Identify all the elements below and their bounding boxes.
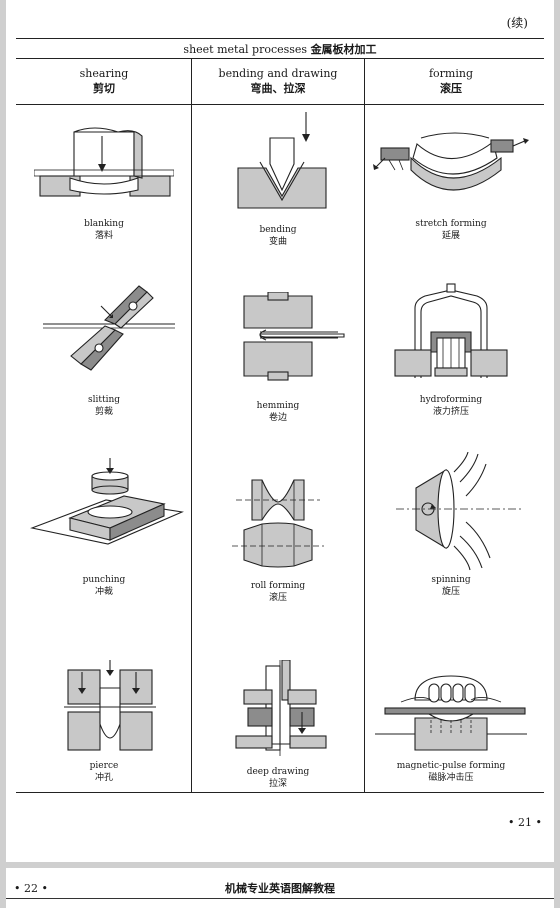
header-bottom-rule	[16, 104, 544, 105]
hydroforming-figure	[365, 282, 537, 384]
caption-punching: punching 冲裁	[82, 575, 126, 597]
table-title-zh: 金属板材加工	[310, 43, 377, 56]
page-21: (续) sheet metal processes 金属板材加工 shearin…	[6, 0, 554, 862]
magnetic-pulse-forming-figure	[365, 664, 537, 754]
book-title: 机械专业英语图解教程	[225, 882, 335, 895]
page-number: • 21 •	[508, 816, 542, 829]
caption-pierce: pierce 冲孔	[89, 761, 119, 783]
table-top-rule	[16, 38, 544, 39]
caption-roll-forming: roll forming 滚压	[250, 581, 306, 603]
header-rule	[6, 898, 554, 899]
column-divider	[364, 58, 365, 792]
bending-figure	[192, 108, 364, 218]
header-rule	[16, 58, 544, 59]
column-header-shearing: shearing 剪切	[79, 67, 129, 95]
blanking-figure	[18, 118, 190, 208]
deep-drawing-figure	[192, 660, 364, 760]
roll-forming-figure	[192, 474, 364, 574]
caption-blanking: blanking 落料	[84, 219, 124, 241]
table-title-en: sheet metal processes	[183, 43, 308, 56]
caption-slitting: slitting 剪裁	[87, 395, 121, 417]
caption-hemming: hemming 卷边	[256, 401, 300, 423]
caption-deep-drawing: deep drawing 拉深	[246, 767, 310, 789]
table-title: sheet metal processes 金属板材加工	[16, 41, 544, 57]
page-22-header: • 22 • 机械专业英语图解教程	[6, 868, 554, 908]
spinning-figure	[365, 452, 537, 572]
column-header-forming: forming 滚压	[428, 67, 474, 95]
continued-label: (续)	[506, 16, 528, 30]
caption-magnetic-pulse-forming: magnetic-pulse forming 磁脉冲击压	[396, 761, 506, 783]
column-divider	[191, 58, 192, 792]
caption-spinning: spinning 旋压	[431, 575, 471, 597]
punching-figure	[18, 458, 190, 550]
caption-bending: bending 变曲	[259, 225, 297, 247]
caption-stretch-forming: stretch forming 延展	[415, 219, 487, 241]
table-bottom-rule	[16, 792, 544, 793]
stretch-forming-figure	[365, 118, 537, 198]
pierce-figure	[18, 660, 190, 752]
next-page-number: • 22 •	[14, 882, 48, 895]
column-header-bending: bending and drawing 弯曲、拉深	[218, 67, 338, 95]
hemming-figure	[192, 292, 364, 384]
slitting-figure	[18, 276, 190, 376]
caption-hydroforming: hydroforming 液力挤压	[419, 395, 483, 417]
